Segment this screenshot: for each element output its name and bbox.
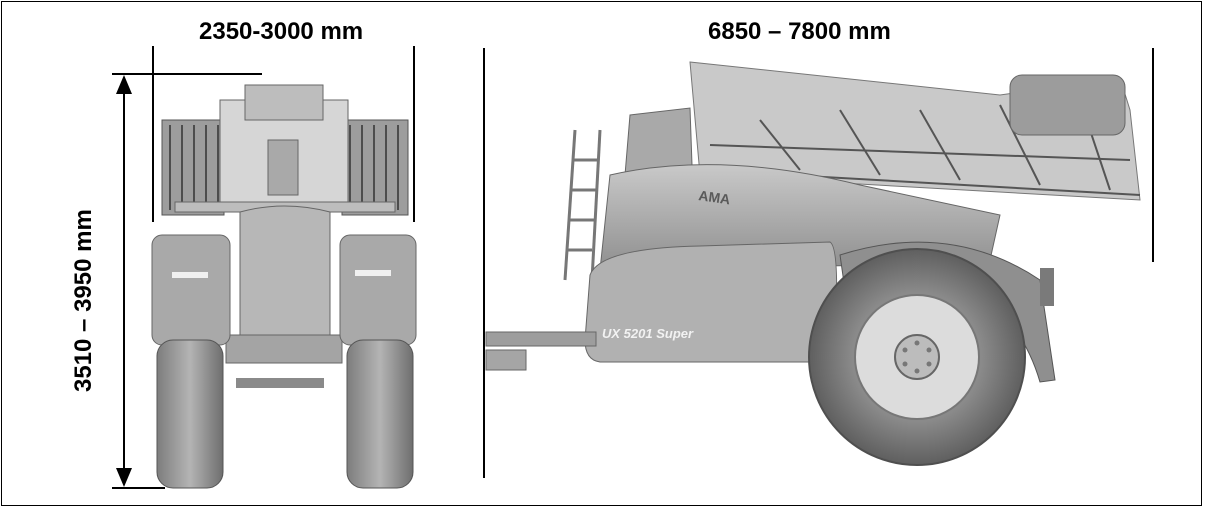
width-dimension-label: 2350-3000 mm — [199, 18, 364, 45]
side-ladder — [563, 129, 602, 281]
side-drawbar — [485, 331, 597, 347]
side-model-badge: UX 5201 Super — [602, 326, 694, 341]
left-front-tyre — [156, 339, 224, 489]
right-front-tyre — [346, 339, 414, 489]
length-dimension-label: 6850 – 7800 mm — [708, 18, 891, 45]
sprayer-front-view — [151, 84, 417, 489]
front-axle-housing — [225, 334, 343, 364]
left-mudguard — [151, 234, 231, 346]
side-lower-tank — [584, 241, 838, 363]
front-tank — [239, 205, 331, 343]
height-arrow-bottom — [116, 468, 132, 487]
side-wheel-hub — [894, 334, 940, 380]
sprayer-side-view: UX 5201 Super AMA — [485, 61, 1141, 466]
dimension-lines — [112, 46, 1154, 489]
height-arrow-top — [116, 75, 132, 94]
front-top-assembly — [244, 84, 324, 121]
side-brand-lettering: AMA — [698, 187, 732, 207]
right-mudguard — [339, 234, 417, 346]
